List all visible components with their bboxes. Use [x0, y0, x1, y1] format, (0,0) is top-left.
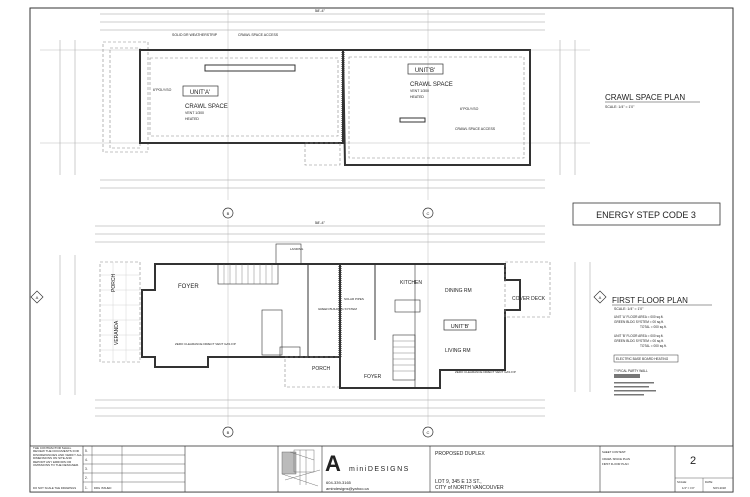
- date-value: NOV.2018: [713, 486, 726, 490]
- unit-b-vent: VENT 1/300: [410, 89, 429, 93]
- company-phone: 604-339-3165: [326, 480, 352, 485]
- crawl-space-plan-scale: SCALE: 1/4" = 1'0": [605, 105, 635, 109]
- unit-a-heated: HEATED: [185, 117, 199, 121]
- svg-text:1.: 1.: [85, 486, 88, 490]
- first-floor-plan-scale: SCALE: 1/4" = 1'0": [614, 307, 644, 311]
- room-dining: DINING RM: [445, 288, 472, 294]
- energy-step-code-box: [572, 202, 721, 226]
- project-address-line1: LOT 9, 345 E 13 ST.,: [435, 479, 482, 485]
- section-marker-c-top: C: [422, 207, 434, 219]
- solar-pipes-label: SOLAR PIPES: [344, 297, 364, 301]
- section-marker-a-left: A: [30, 290, 44, 304]
- company-email: amindesigns@yahoo.ca: [326, 486, 370, 491]
- green-building-label: GREEN BUILDING SYSTEM: [318, 307, 357, 311]
- company-name: miniDESIGNS: [349, 466, 410, 473]
- svg-text:4.: 4.: [85, 458, 88, 462]
- unit-a-vent: VENT 1/300: [185, 111, 204, 115]
- scale-label: SCALE:: [677, 480, 687, 484]
- sheet-content-item: FIRST FLOOR PLAN: [602, 462, 629, 466]
- unit-b-access: CRAWL SPACE ACCESS: [455, 127, 496, 131]
- project-address-line2: CITY of NORTH VANCOUVER: [435, 485, 504, 491]
- unit-b-room: CRAWL SPACE: [410, 82, 453, 88]
- room-porch-b: PORCH: [312, 366, 330, 372]
- party-wall-note: TYPICAL PARTY WALL: [614, 369, 648, 373]
- area-note: UNIT 'B' FLOOR AREA = 000 sq.ft.: [614, 334, 664, 338]
- svg-text:DRG ISSUED: DRG ISSUED: [94, 486, 111, 490]
- svg-text:2.: 2.: [85, 476, 88, 480]
- area-note: UNIT 'A' FLOOR AREA = 000 sq.ft.: [614, 315, 664, 319]
- area-note: GREEN BLDG SYSTEM = 00 sq.ft.: [614, 339, 664, 343]
- unit-a-room: CRAWL SPACE: [185, 104, 228, 110]
- door-note: SOLID DR WEATHERSTRIP: [172, 33, 218, 37]
- svg-text:B: B: [227, 430, 230, 435]
- crawl-access-note: CRAWL SPACE ACCESS: [238, 33, 279, 37]
- date-label: DATE:: [705, 480, 713, 484]
- room-cover-deck: COVER DECK: [512, 296, 546, 302]
- room-kitchen: KITCHEN: [400, 280, 422, 286]
- company-logo-letter: A: [325, 451, 341, 476]
- svg-text:C: C: [427, 430, 430, 435]
- landing-label: LANDING: [290, 247, 304, 251]
- room-veranda: VERANDA: [114, 320, 120, 345]
- section-marker-c-bottom: C: [422, 426, 434, 438]
- do-not-scale-note: DO NOT SCALE THE DRAWINGS: [33, 486, 76, 490]
- overall-dimension: 58'-4": [315, 8, 326, 13]
- title-block: [29, 445, 734, 493]
- building-rendering-image: [281, 449, 321, 487]
- fireplace-b-note: ZERO CLEARANCE DIRECT VENT GAS F/P: [455, 370, 516, 374]
- unit-b-poly: 6"POLY/SO: [460, 107, 479, 111]
- sheet-content-label: SHEET CONTENT:: [602, 450, 626, 454]
- unit-b-tag-ff: UNIT'B': [451, 324, 470, 330]
- heating-note-box: [613, 354, 679, 363]
- sheet-content-item: CRAWL SPACE PLAN: [602, 457, 630, 461]
- sheet-border: [29, 7, 734, 493]
- room-porch-a: PORCH: [111, 274, 117, 292]
- area-note: GREEN BLDG SYSTEM = 00 sq.ft.: [614, 320, 664, 324]
- energy-step-code-label: ENERGY STEP CODE 3: [596, 210, 696, 220]
- ff-overall-dimension: 58'-4": [315, 220, 326, 225]
- fireplace-a-note: ZERO CLEARANCE DIRECT VENT GAS F/P: [175, 342, 236, 346]
- svg-text:A: A: [599, 295, 602, 300]
- room-foyer-b: FOYER: [364, 374, 382, 380]
- sheet-number: 2: [690, 455, 696, 467]
- crawl-space-plan: 58'-4" CRAWL SPACE ACCESS SOLID DR WEATH…: [40, 8, 590, 200]
- unit-a-poly: 6"POLY/SO: [153, 88, 172, 92]
- svg-text:5.: 5.: [85, 449, 88, 453]
- area-note: TOTAL = 000 sq.ft.: [640, 344, 667, 348]
- revision-list: 5. 4. 3. 2. 1. DRG ISSUED: [85, 449, 111, 490]
- svg-text:A: A: [36, 295, 39, 300]
- contractor-notes: THE CONTRACTOR SHALL REVIEW THE DOCUMENT…: [33, 447, 82, 468]
- room-foyer-a: FOYER: [178, 284, 199, 290]
- svg-text:C: C: [427, 211, 430, 216]
- crawl-space-plan-title: CRAWL SPACE PLAN: [605, 93, 685, 102]
- scale-value: 1/4" = 1'0": [682, 486, 695, 490]
- unit-a-tag: UNIT'A': [190, 90, 210, 96]
- section-marker-b-top: B: [222, 207, 234, 219]
- svg-text:B: B: [227, 211, 230, 216]
- first-floor-plan: 58'-4": [59, 220, 591, 425]
- room-living: LIVING RM: [445, 348, 471, 354]
- project-name: PROPOSED DUPLEX: [435, 451, 485, 457]
- svg-text:3.: 3.: [85, 467, 88, 471]
- unit-b-tag: UNIT'B': [415, 68, 435, 74]
- section-marker-a-right: A: [593, 290, 607, 304]
- section-marker-b-bottom: B: [222, 426, 234, 438]
- unit-b-heated: HEATED: [410, 95, 424, 99]
- heating-note: ELECTRIC BASE BOARD HEATING: [616, 357, 669, 361]
- party-wall-hatch: [614, 374, 640, 378]
- area-note: TOTAL = 000 sq.ft.: [640, 325, 667, 329]
- first-floor-plan-title: FIRST FLOOR PLAN: [612, 296, 688, 305]
